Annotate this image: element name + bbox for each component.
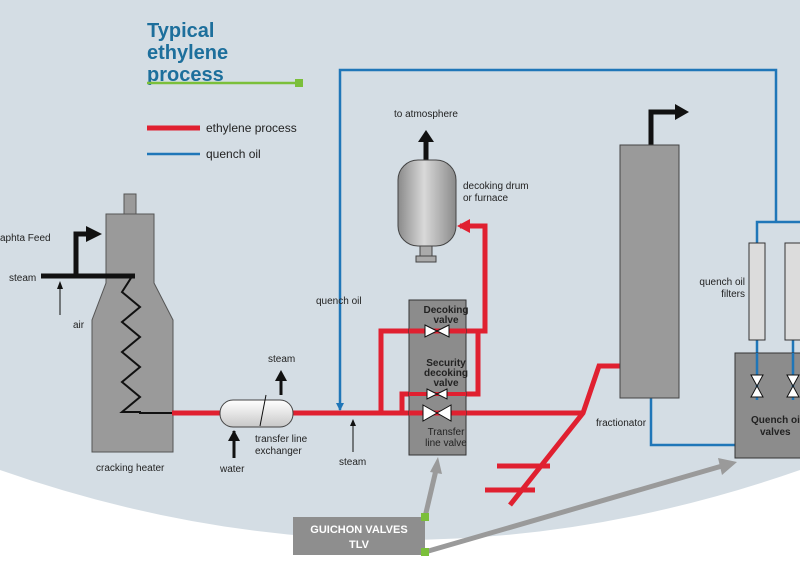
tle-steam-arrow — [275, 370, 287, 381]
air-pointer-arrow — [57, 281, 63, 289]
naphtha-feed-line — [73, 231, 89, 275]
title-line-3: process — [147, 64, 224, 86]
badge-marker-bottom — [421, 548, 429, 556]
guichon-badge-line-2: TLV — [349, 539, 370, 551]
transfer-valve-label-1: Transfer — [428, 427, 466, 438]
decoking-valve-left — [424, 324, 439, 338]
callout-arrow-2-head — [718, 458, 737, 475]
guichon-callout: GUICHON VALVES TLV — [293, 457, 737, 556]
quench-oil-label: quench oil — [316, 296, 362, 307]
naphtha-feed-arrow — [86, 226, 102, 242]
steam-bottom-label: steam — [339, 457, 366, 468]
air-label: air — [73, 320, 85, 331]
decoking-drum: to atmosphere decoking drum or furnace — [394, 109, 529, 263]
steam-inlet-arrow — [350, 419, 356, 426]
security-valve-left — [426, 388, 439, 400]
fractionator: fractionator — [596, 104, 689, 429]
transfer-valve-label-2: line valve — [425, 438, 467, 449]
quench-oil-main-line — [338, 68, 778, 410]
security-valve-right — [435, 388, 448, 400]
decoking-valve-label-2: valve — [433, 315, 458, 326]
tle-label-line-2: exchanger — [255, 446, 302, 457]
drum-label-line-2: or furnace — [463, 193, 508, 204]
drum-vent-arrow — [418, 130, 434, 142]
quench-valves-label-1: Quench oil — [751, 415, 800, 426]
white-curve — [0, 470, 800, 580]
transfer-valve-left — [422, 404, 439, 422]
cracking-heater-label: cracking heater — [96, 463, 165, 474]
fractionator-vent-arrow — [675, 104, 689, 120]
quench-valve-2-bottom — [786, 384, 800, 398]
water-label: water — [219, 464, 245, 475]
valve-box: Decoking valve Security decoking valve T… — [408, 299, 469, 456]
title-underline-square — [295, 79, 303, 87]
callout-arrow-1-head — [430, 457, 442, 474]
drum-body — [397, 159, 457, 247]
quench-oil-valve-box: Quench oil valves — [734, 352, 800, 459]
title-line-1: Typical — [147, 20, 214, 42]
quench-oil-filters: quench oil filters — [699, 242, 800, 341]
tle-water-arrow — [228, 430, 240, 441]
callout-arrow-2-line — [424, 463, 723, 555]
badge-marker-top — [421, 513, 429, 521]
drum-inlet-arrow — [457, 219, 470, 233]
fractionator-to-quench-line — [649, 398, 737, 447]
feed-lines: aphta Feed steam air cracking heater — [0, 226, 165, 474]
decoking-valve-label-1: Decoking — [423, 305, 468, 316]
quench-oil-filter-1 — [748, 242, 766, 341]
fractionator-label: fractionator — [596, 418, 647, 429]
legend-quench-label: quench oil — [206, 147, 261, 161]
valve-box-body — [408, 299, 467, 456]
legend-ethylene-label: ethylene process — [206, 121, 297, 135]
diagram-title: Typical ethylene process — [147, 20, 303, 87]
drum-outlet — [419, 245, 433, 257]
decoking-valve-right — [435, 324, 450, 338]
steam-tle-label: steam — [268, 354, 295, 365]
security-valve-label-2: decoking — [424, 368, 468, 379]
quench-valve-2-top — [786, 374, 800, 388]
steam-left-label: steam — [9, 273, 36, 284]
fractionator-vent-line — [648, 109, 677, 145]
quench-valve-1-top — [750, 374, 764, 388]
quench-valve-1-bottom — [750, 384, 764, 398]
quench-valves-label-2: valves — [760, 427, 791, 438]
security-valve-label-3: valve — [433, 378, 458, 389]
heater-stack — [123, 193, 137, 215]
decoking-to-drum-line — [460, 223, 488, 334]
fractionator-body — [619, 144, 680, 399]
quench-oil-inlet-arrow — [336, 403, 344, 411]
decoking-branch-up — [378, 328, 409, 413]
filters-label-line-2: filters — [721, 289, 745, 300]
callout-arrow-1-line — [422, 469, 439, 518]
legend: ethylene process quench oil — [147, 121, 297, 161]
tle-body — [219, 399, 294, 428]
drum-label-line-1: decoking drum — [463, 181, 529, 192]
naphta-feed-label: aphta Feed — [0, 233, 51, 244]
tle-leader — [259, 394, 267, 427]
guichon-badge-line-1: GUICHON VALVES — [310, 524, 407, 536]
steam-inlet: steam quench oil — [316, 296, 366, 468]
quench-oil-filter-manifold — [755, 220, 800, 245]
title-line-2: ethylene — [147, 42, 228, 64]
security-valve-label-1: Security — [426, 358, 466, 369]
transfer-to-fractionator-line — [508, 363, 620, 507]
security-branch-right — [466, 331, 481, 397]
heater-coil — [119, 277, 172, 414]
drum-outlet-flange — [415, 255, 437, 263]
transfer-line-exchanger: steam transfer line exchanger water — [219, 354, 308, 475]
transfer-valve-right — [435, 404, 452, 422]
quench-valve-box-body — [734, 352, 800, 459]
to-atmosphere-label: to atmosphere — [394, 109, 458, 120]
filters-label-line-1: quench oil — [699, 277, 745, 288]
tle-label-line-1: transfer line — [255, 434, 308, 445]
quench-oil-filter-2 — [784, 242, 800, 341]
guichon-badge — [293, 517, 425, 555]
